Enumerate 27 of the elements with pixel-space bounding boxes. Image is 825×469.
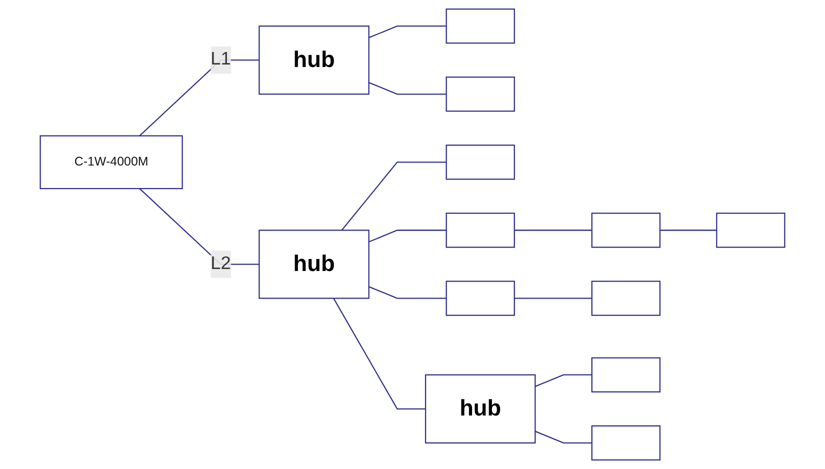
node-box bbox=[591, 357, 661, 392]
edge-label: L1 bbox=[210, 50, 231, 70]
node-box bbox=[591, 425, 661, 460]
node-box bbox=[591, 280, 661, 316]
connector bbox=[333, 298, 426, 410]
node-box bbox=[716, 212, 786, 248]
node-box bbox=[446, 280, 515, 316]
connector bbox=[368, 26, 446, 38]
connector bbox=[514, 298, 592, 299]
connector bbox=[534, 374, 592, 387]
node-box: hub bbox=[424, 374, 536, 444]
connector bbox=[341, 162, 446, 231]
node-box: hub bbox=[258, 26, 370, 95]
connector bbox=[660, 230, 717, 231]
connector bbox=[368, 286, 446, 299]
node-box bbox=[446, 144, 515, 180]
node-box bbox=[446, 76, 515, 112]
node-box bbox=[446, 212, 515, 248]
connector bbox=[368, 230, 446, 242]
connector bbox=[534, 430, 592, 444]
connector bbox=[514, 230, 592, 231]
node-box bbox=[446, 8, 515, 44]
node-box bbox=[591, 212, 661, 248]
node-box: hub bbox=[258, 230, 370, 299]
edge-label: L2 bbox=[210, 254, 231, 274]
node-box: C-1W-4000M bbox=[40, 135, 183, 190]
connector bbox=[368, 82, 446, 95]
